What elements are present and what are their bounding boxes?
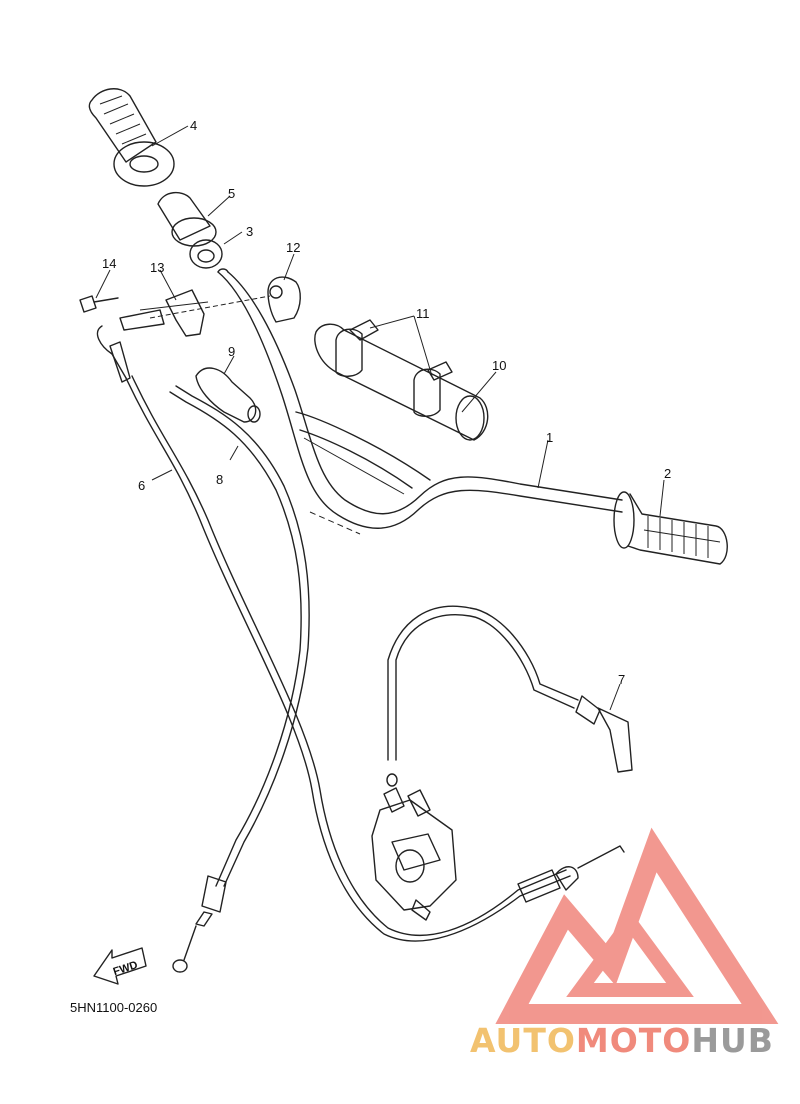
callout-14: 14	[102, 256, 116, 271]
screw	[79, 295, 119, 313]
callout-8: 8	[216, 472, 223, 487]
callout-10: 10	[492, 358, 506, 373]
watermark-text: AUTOMOTOHUB	[470, 1021, 774, 1060]
diagram-code: 5HN1100-0260	[70, 1000, 157, 1015]
watermark-auto: AUTO	[470, 1021, 576, 1060]
choke-cable	[386, 605, 633, 787]
callout-2: 2	[664, 466, 671, 481]
cable-cover	[195, 367, 261, 423]
callout-13: 13	[150, 260, 164, 275]
fwd-arrow: FWD	[93, 947, 147, 985]
watermark-logo	[495, 827, 779, 1024]
throttle-grip-tube	[157, 191, 217, 247]
left-grip	[88, 88, 175, 187]
collar	[189, 239, 223, 269]
handlebar-holder-upper	[267, 276, 301, 323]
logo-triangle-outer	[495, 827, 779, 1024]
callout-9: 9	[228, 344, 235, 359]
callout-5: 5	[228, 186, 235, 201]
callout-11: 11	[416, 306, 430, 321]
callout-3: 3	[246, 224, 253, 239]
callout-1: 1	[546, 430, 553, 445]
right-grip	[613, 491, 728, 565]
watermark-moto: MOTO	[576, 1021, 691, 1060]
band-clamp	[335, 319, 453, 417]
watermark-hub: HUB	[691, 1021, 774, 1060]
callout-7: 7	[618, 672, 625, 687]
fwd-label: FWD	[112, 959, 140, 978]
grip-tape-roll	[314, 323, 489, 441]
logo-triangle-inner	[566, 910, 694, 997]
callouts: 1 2 3 4 5 6 7 8 9 10 11 12 13 14	[102, 118, 671, 687]
leader-lines	[95, 125, 665, 711]
carburetor	[371, 787, 457, 921]
callout-6: 6	[138, 478, 145, 493]
throttle-cable	[96, 325, 625, 942]
handlebar	[217, 268, 623, 535]
callout-12: 12	[286, 240, 300, 255]
throttle-cable-2	[169, 385, 310, 973]
throttle-housing	[119, 289, 271, 337]
callout-4: 4	[190, 118, 197, 133]
